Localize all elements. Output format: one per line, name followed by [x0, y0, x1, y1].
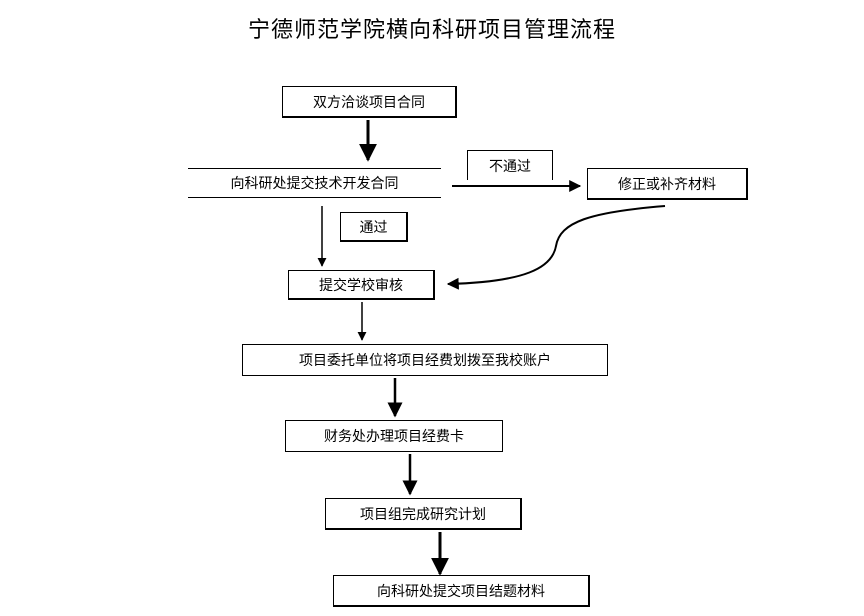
- label-not-passed: 不通过: [467, 150, 553, 180]
- node-school-review: 提交学校审核: [288, 270, 435, 300]
- node-transfer-funds: 项目委托单位将项目经费划拨至我校账户: [242, 344, 608, 376]
- node-negotiate-contract: 双方洽谈项目合同: [282, 86, 457, 118]
- node-revise-materials: 修正或补齐材料: [587, 168, 748, 200]
- label-passed: 通过: [340, 212, 408, 242]
- node-fund-card: 财务处办理项目经费卡: [285, 420, 503, 452]
- arrow-revise-to-review: [446, 205, 666, 290]
- node-research-plan: 项目组完成研究计划: [325, 498, 522, 530]
- node-submit-contract: 向科研处提交技术开发合同: [188, 168, 441, 198]
- page-title: 宁德师范学院横向科研项目管理流程: [247, 18, 616, 43]
- node-conclusion-materials: 向科研处提交项目结题材料: [333, 575, 590, 607]
